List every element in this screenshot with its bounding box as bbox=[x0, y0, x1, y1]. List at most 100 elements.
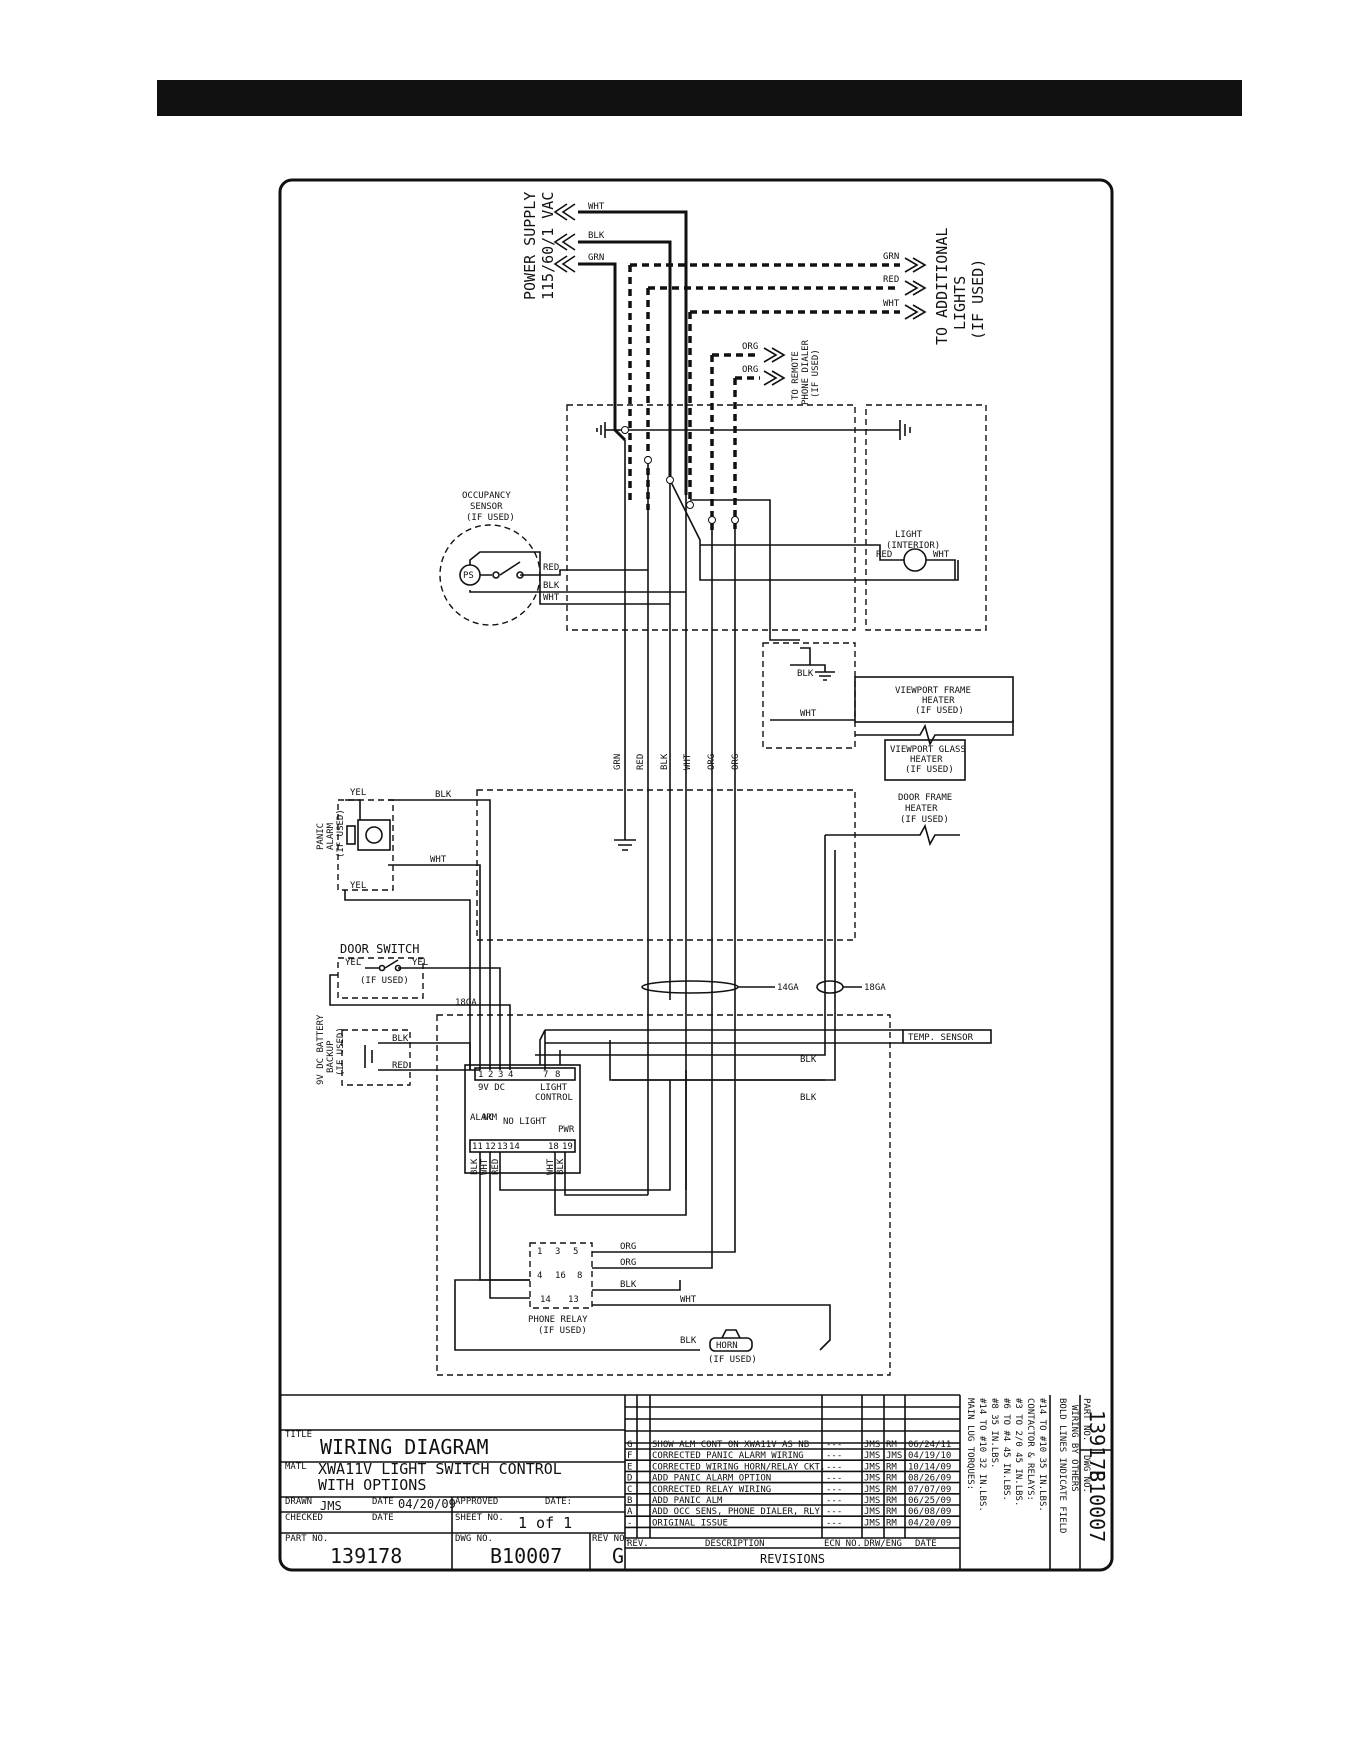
mid-wht-label: WHT bbox=[683, 753, 693, 770]
phone-dialer-dest: ORG ORG TO REMOTE PHONE DIALER (IF USED) bbox=[710, 339, 821, 530]
torque-title: MAIN LUG TORQUES: bbox=[965, 1398, 975, 1490]
tb-drawn: JMS bbox=[320, 1499, 342, 1513]
supply-grn-label: GRN bbox=[588, 253, 604, 263]
light-wht-label: WHT bbox=[933, 550, 950, 560]
rev-h-desc: DESCRIPTION bbox=[705, 1539, 765, 1549]
viewport-frame-heater: VIEWPORT FRAME HEATER (IF USED) BLK WHT bbox=[770, 647, 1014, 747]
power-supply: POWER SUPPLY 115/60/1 VAC WHT BLK GRN bbox=[521, 192, 688, 495]
horn: HORN (IF USED) BLK bbox=[680, 1329, 757, 1365]
supply-blk-label: BLK bbox=[588, 231, 605, 241]
door-switch-label: DOOR SWITCH bbox=[340, 942, 419, 956]
dialer-label-2: PHONE DIALER bbox=[801, 339, 811, 405]
panic-yel-label-2: YEL bbox=[350, 881, 366, 891]
light-control-module: 1 2 3 4 7 8 9V DC LIGHT CONTROL ALARM NC… bbox=[464, 1064, 581, 1174]
lc-b18: 18 bbox=[548, 1142, 559, 1152]
tb-part-label: PART NO. bbox=[285, 1534, 328, 1544]
lc-t8: 8 bbox=[555, 1070, 560, 1080]
lc-nc: NC bbox=[483, 1113, 494, 1123]
junction-box bbox=[566, 404, 856, 631]
torque-row-4: #3 TO 2/0 45 IN.LBS. bbox=[1013, 1398, 1023, 1506]
lc-b14: 14 bbox=[509, 1142, 520, 1152]
lc-t7: 7 bbox=[543, 1070, 548, 1080]
door-switch-iu: (IF USED) bbox=[360, 976, 409, 986]
lc-t2: 2 bbox=[488, 1070, 493, 1080]
panic-yel-label: YEL bbox=[350, 788, 366, 798]
side-dwg: B10007 bbox=[1085, 1470, 1109, 1542]
lc-vdc: 9V DC bbox=[478, 1083, 505, 1093]
revision-cell: G bbox=[627, 1440, 632, 1450]
ds-yel-label: YEL bbox=[345, 958, 361, 968]
revision-cell: 06/08/09 bbox=[908, 1507, 951, 1517]
revision-cell: 08/26/09 bbox=[908, 1474, 951, 1484]
revision-cell: JMS bbox=[864, 1496, 880, 1506]
pr-org-label: ORG bbox=[620, 1242, 636, 1252]
additional-lights-label-3: (IF USED) bbox=[969, 259, 987, 340]
lc-blk-label-2: BLK bbox=[800, 1093, 817, 1103]
light-box bbox=[865, 404, 987, 631]
rev-h-rev: REV. bbox=[627, 1539, 649, 1549]
phone-relay-label-2: (IF USED) bbox=[538, 1326, 587, 1336]
torque-row-1: #14 TO #10 32 IN.LBS. bbox=[977, 1398, 987, 1512]
pr-wht-label: WHT bbox=[680, 1295, 697, 1305]
interior-light: LIGHT (INTERIOR) RED WHT bbox=[700, 530, 956, 580]
vg-heater-label-2: HEATER bbox=[910, 755, 943, 765]
ds-yel-label-2: YEL bbox=[412, 958, 428, 968]
revision-cell: 07/07/09 bbox=[908, 1485, 951, 1495]
lc-t4: 4 bbox=[508, 1070, 513, 1080]
tb-dwg: B10007 bbox=[490, 1544, 562, 1568]
torque-row-3: #6 TO #4 45 IN.LBS. bbox=[1001, 1398, 1011, 1501]
title-block: TITLE WIRING DIAGRAM MATL XWA11V LIGHT S… bbox=[280, 1394, 960, 1570]
panic-wht-label: WHT bbox=[430, 855, 447, 865]
occ-red-label: RED bbox=[543, 563, 559, 573]
revision-cell: 04/20/09 bbox=[908, 1518, 951, 1528]
lc-t3: 3 bbox=[498, 1070, 503, 1080]
lc-b13: 13 bbox=[497, 1142, 508, 1152]
revision-cell: JMS bbox=[864, 1507, 880, 1517]
door-switch: DOOR SWITCH YEL YEL (IF USED) 18GA bbox=[329, 942, 511, 1070]
power-supply-label: POWER SUPPLY bbox=[521, 192, 539, 300]
tb-matl-label: MATL bbox=[285, 1462, 307, 1472]
tb-rev: G bbox=[612, 1544, 624, 1568]
rev-h-drw: DRW/ENG bbox=[864, 1539, 902, 1549]
revision-cell: JMS bbox=[886, 1451, 902, 1461]
dialer-org-2: ORG bbox=[742, 365, 758, 375]
revision-cell: JMS bbox=[864, 1518, 880, 1528]
bat-red-label: RED bbox=[392, 1061, 408, 1071]
temp-sensor: TEMP. SENSOR bbox=[544, 1029, 992, 1070]
viewport-glass-heater: VIEWPORT GLASS HEATER (IF USED) bbox=[884, 739, 966, 781]
tb-drawn-label: DRAWN bbox=[285, 1497, 312, 1507]
occupancy-label: OCCUPANCY bbox=[462, 491, 511, 501]
heater-box bbox=[762, 642, 856, 749]
revision-cell: --- bbox=[826, 1451, 842, 1461]
additional-lights-label-2: LIGHTS bbox=[951, 276, 969, 330]
df-heater-label: DOOR FRAME bbox=[898, 793, 952, 803]
lc-blk-lower: BLK bbox=[470, 1158, 480, 1175]
dialer-label-3: (IF USED) bbox=[811, 349, 821, 398]
vf-blk-label: BLK bbox=[797, 669, 814, 679]
revision-cell: CORRECTED WIRING HORN/RELAY CKT. bbox=[652, 1462, 825, 1472]
lc-label-1: LIGHT bbox=[540, 1083, 568, 1093]
vf-wht-label: WHT bbox=[800, 709, 817, 719]
pr-c14: 14 bbox=[540, 1295, 551, 1305]
revision-cell: ADD OCC SENS, PHONE DIALER, RLY bbox=[652, 1507, 821, 1517]
lc-wht-lower-2: WHT bbox=[546, 1158, 556, 1175]
revision-cell: --- bbox=[826, 1474, 842, 1484]
revision-cell: JMS bbox=[864, 1440, 880, 1450]
header-bar bbox=[157, 80, 1242, 116]
battery-label-3: (IF USED) bbox=[336, 1027, 346, 1076]
revision-cell: RM bbox=[886, 1462, 897, 1472]
lc-label-2: CONTROL bbox=[535, 1093, 573, 1103]
pr-c8: 8 bbox=[577, 1271, 582, 1281]
horn-blk-label: BLK bbox=[680, 1336, 697, 1346]
battery-label: 9V DC BATTERY bbox=[316, 1014, 326, 1085]
revision-cell: JMS bbox=[864, 1485, 880, 1495]
side-part: 139178 bbox=[1085, 1410, 1109, 1482]
battery-backup: 9V DC BATTERY BACKUP (IF USED) BLK RED bbox=[316, 1014, 480, 1086]
revision-cell: RM bbox=[886, 1474, 897, 1484]
field-note-1: BOLD LINES INDICATE FIELD bbox=[1057, 1398, 1067, 1533]
panic-label-3: (IF USED) bbox=[336, 809, 346, 858]
additional-lights-label: TO ADDITIONAL bbox=[933, 228, 951, 345]
side-part-label: PART NO. bbox=[1081, 1398, 1091, 1441]
pr-blk-label: BLK bbox=[620, 1280, 637, 1290]
